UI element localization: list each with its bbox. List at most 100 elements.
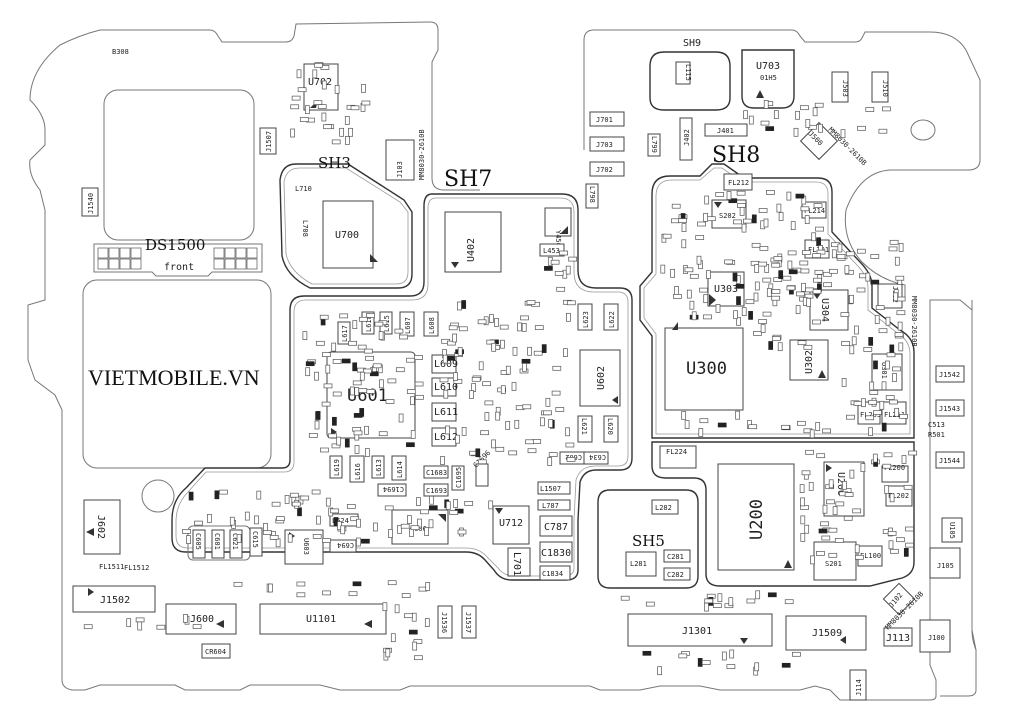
smd-pad xyxy=(275,538,281,548)
smd-pad xyxy=(336,436,342,446)
smd-pad xyxy=(464,501,474,506)
smd-pad xyxy=(457,301,462,311)
smd-pad xyxy=(884,485,890,494)
r501-label: R501 xyxy=(928,431,945,439)
smd-pad xyxy=(477,319,487,325)
smd-pad xyxy=(312,534,322,539)
smd-pad xyxy=(354,387,360,396)
smd-pad xyxy=(563,348,568,357)
j402-label: J402 xyxy=(683,129,691,146)
s201-component xyxy=(813,541,857,581)
smd-pad xyxy=(284,495,290,504)
smd-pad xyxy=(736,190,746,196)
smd-pad xyxy=(870,254,880,259)
smd-pad xyxy=(735,283,745,289)
smd-pad xyxy=(302,331,308,340)
smd-pad xyxy=(758,261,767,267)
smd-pad xyxy=(287,533,293,543)
smd-pad xyxy=(322,538,331,543)
smd-pad xyxy=(754,264,760,273)
smd-pad xyxy=(477,459,487,465)
b308-label: B308 xyxy=(112,48,129,56)
j1544-label: J1544 xyxy=(939,457,960,465)
smd-pad xyxy=(457,347,463,356)
smd-pad xyxy=(182,529,191,534)
smd-pad xyxy=(741,307,747,316)
smd-pad xyxy=(308,433,318,438)
c1695-label: C1695 xyxy=(455,467,463,488)
smd-pad xyxy=(781,424,790,430)
fl212-filter xyxy=(723,173,753,191)
smd-pad xyxy=(806,297,811,307)
smd-pad xyxy=(684,267,694,273)
smd-pad xyxy=(868,337,874,346)
smd-pad xyxy=(505,365,511,375)
smd-pad xyxy=(777,342,783,352)
smd-pad xyxy=(758,208,768,213)
smd-pad xyxy=(500,339,505,349)
j1543-label: J1543 xyxy=(939,405,960,413)
smd-pad xyxy=(787,250,797,256)
ds1500-pin xyxy=(119,258,131,270)
smd-pad xyxy=(786,285,796,291)
smd-pad xyxy=(349,386,355,396)
u703-label: U703 xyxy=(756,61,780,72)
smd-pad xyxy=(414,381,424,387)
smd-pad xyxy=(678,218,687,223)
smd-pad xyxy=(856,287,866,293)
smd-pad xyxy=(782,275,792,281)
smd-pad xyxy=(494,318,499,327)
smd-pad xyxy=(681,411,687,420)
j602-label: J602 xyxy=(95,515,106,539)
smd-pad xyxy=(491,439,496,449)
smd-pad xyxy=(701,660,711,665)
smd-pad xyxy=(820,521,829,527)
smd-pad xyxy=(818,123,823,133)
smd-pad xyxy=(499,324,509,330)
smd-pad xyxy=(816,249,826,255)
smd-pad xyxy=(323,124,332,130)
smd-pad xyxy=(799,260,809,266)
smd-pad xyxy=(899,414,908,419)
smd-pad xyxy=(889,344,895,354)
c282-capacitor xyxy=(663,567,691,581)
smd-pad xyxy=(299,117,309,122)
smd-pad xyxy=(812,253,821,258)
smd-pad xyxy=(903,548,909,557)
j602-connector xyxy=(83,499,121,555)
l608-label: L608 xyxy=(428,317,436,334)
j105-connector xyxy=(929,547,961,579)
smd-pad xyxy=(854,325,859,335)
smd-pad xyxy=(356,537,361,547)
smd-pad xyxy=(156,624,166,630)
smd-pad xyxy=(244,511,250,521)
smd-pad xyxy=(410,396,415,406)
smd-pad xyxy=(828,552,838,558)
smd-pad xyxy=(410,430,416,439)
smd-pad xyxy=(410,525,420,531)
smd-pad xyxy=(408,629,418,635)
c601-label: C601 xyxy=(213,533,221,550)
ds1500-pin xyxy=(108,247,120,259)
smd-pad xyxy=(881,381,887,391)
smd-pad xyxy=(872,453,878,463)
u702-label: U702 xyxy=(308,77,332,88)
smd-pad xyxy=(271,501,281,507)
smd-pad xyxy=(801,470,811,476)
smd-pad xyxy=(745,299,755,305)
smd-pad xyxy=(657,666,662,676)
fl212-label: FL212 xyxy=(728,179,749,187)
smd-pad xyxy=(565,442,575,448)
u304-label: U304 xyxy=(819,298,830,322)
c634-capacitor xyxy=(583,451,609,465)
l701-label: L701 xyxy=(511,552,522,576)
smd-pad xyxy=(726,664,736,669)
u603-label: U603 xyxy=(302,538,310,555)
smd-pad xyxy=(888,540,894,550)
j100-label: J100 xyxy=(928,634,945,642)
part-marking-diagonal: MM8030-2610B xyxy=(827,126,868,167)
smd-pad xyxy=(394,328,404,334)
smd-pad xyxy=(328,433,337,439)
smd-pad xyxy=(728,198,738,204)
watermark-text: VIETMOBILE.VN xyxy=(88,365,260,390)
